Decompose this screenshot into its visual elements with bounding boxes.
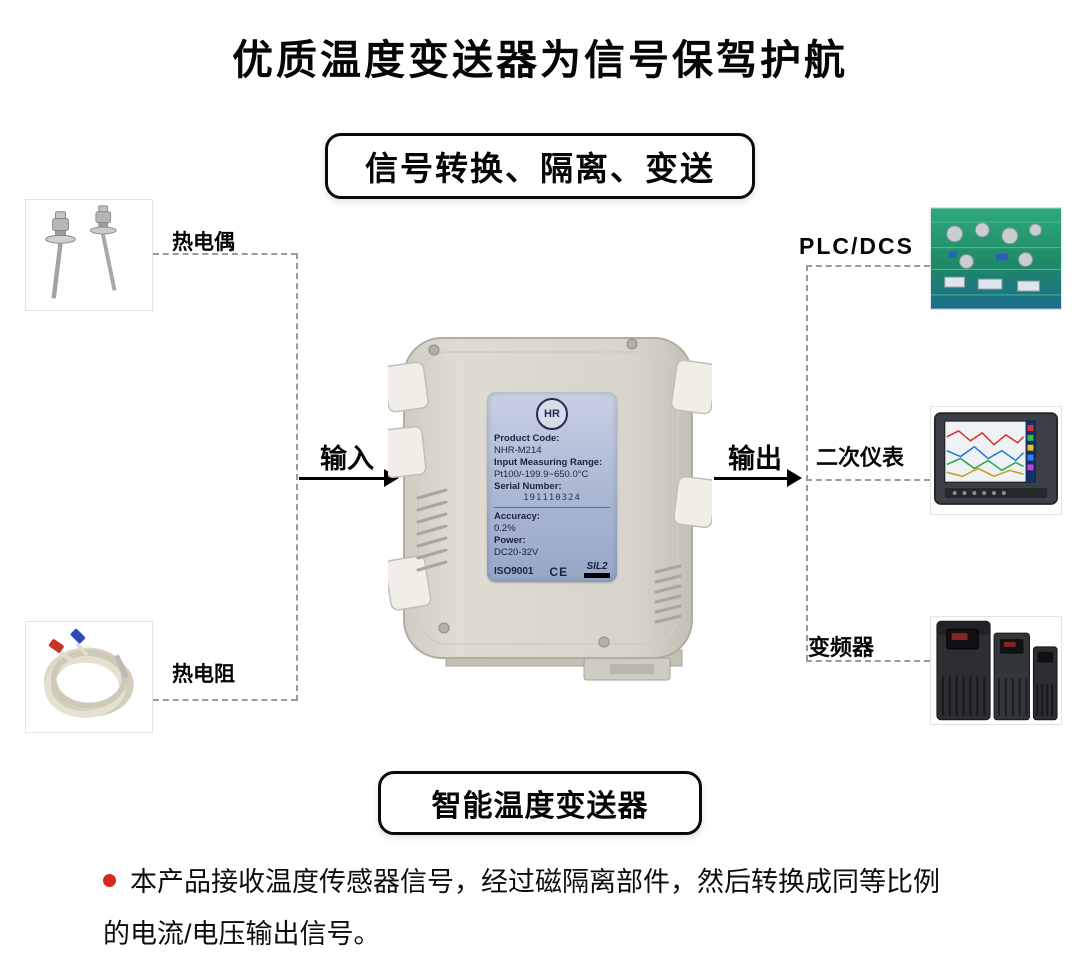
dashed-connector-bottom-left xyxy=(153,699,297,701)
dashed-connector-top-right xyxy=(806,265,930,267)
label-secondary-meter: 二次仪表 xyxy=(816,445,905,470)
power-value: DC20-32V xyxy=(494,547,539,558)
label-thermocouple: 热电偶 xyxy=(172,231,235,254)
bottom-badge-text: 智能温度变送器 xyxy=(431,790,649,823)
sil-badge-bar xyxy=(584,573,610,578)
bullet-icon xyxy=(103,874,116,888)
brand-logo-text: HR xyxy=(544,408,560,420)
product-code-title: Product Code: xyxy=(494,433,560,444)
dashed-connector-vertical-right xyxy=(806,265,808,661)
dashed-connector-mid-right xyxy=(806,479,930,481)
input-arrow-label: 输入 xyxy=(320,444,374,474)
vfd-box xyxy=(930,616,1062,725)
recorder-box xyxy=(930,406,1062,515)
label-rtd: 热电阻 xyxy=(172,663,235,686)
iso-cert: ISO9001 xyxy=(494,566,534,577)
vfd-image xyxy=(931,617,1061,724)
label-vfd: 变频器 xyxy=(808,635,875,660)
page-title: 优质温度变送器为信号保驾护航 xyxy=(232,37,848,83)
product-description: 本产品接收温度传感器信号，经过磁隔离部件，然后转换成同等比例的电流/电压输出信号… xyxy=(103,856,951,960)
accuracy-value: 0.2% xyxy=(494,523,516,534)
dashed-connector-bottom-right xyxy=(806,660,930,662)
thermocouple-image xyxy=(26,200,152,310)
bottom-badge: 智能温度变送器 xyxy=(378,771,702,835)
input-arrow-shaft xyxy=(299,477,384,480)
brand-logo-icon: HR xyxy=(536,398,568,430)
rtd-box xyxy=(25,621,153,733)
serial-value: 191110324 xyxy=(523,493,581,503)
range-title: Input Measuring Range: xyxy=(494,457,603,468)
plc-board-image xyxy=(931,208,1061,309)
recorder-image xyxy=(931,407,1061,514)
dashed-connector-top-left xyxy=(153,253,297,255)
label-plc-dcs: PLC/DCS xyxy=(799,233,914,259)
output-arrow-label: 输出 xyxy=(728,444,782,474)
top-badge: 信号转换、隔离、变送 xyxy=(325,133,755,199)
output-arrow-head xyxy=(787,469,802,487)
accuracy-title: Accuracy: xyxy=(494,511,540,522)
device-label: HR Product Code: NHR-M214 Input Measurin… xyxy=(487,392,617,582)
serial-title: Serial Number: xyxy=(494,481,562,492)
dashed-connector-vertical-left xyxy=(296,253,298,701)
ce-mark-icon: CE xyxy=(549,565,569,579)
output-arrow-shaft xyxy=(714,477,787,480)
thermocouple-box xyxy=(25,199,153,311)
top-badge-text: 信号转换、隔离、变送 xyxy=(365,150,715,187)
label-divider xyxy=(494,507,610,508)
rtd-coil-image xyxy=(26,622,152,732)
sil-mark: SIL2 xyxy=(584,562,610,578)
sil-mark-text: SIL2 xyxy=(586,561,608,572)
certification-row: ISO9001 CE SIL2 xyxy=(494,562,610,578)
transmitter-device: HR Product Code: NHR-M214 Input Measurin… xyxy=(388,328,712,684)
description-text: 本产品接收温度传感器信号，经过磁隔离部件，然后转换成同等比例的电流/电压输出信号… xyxy=(103,867,940,949)
range-value: Pt100/-199.9~650.0°C xyxy=(494,469,589,480)
plc-box xyxy=(930,207,1062,310)
power-title: Power: xyxy=(494,535,526,546)
product-code-value: NHR-M214 xyxy=(494,445,542,456)
